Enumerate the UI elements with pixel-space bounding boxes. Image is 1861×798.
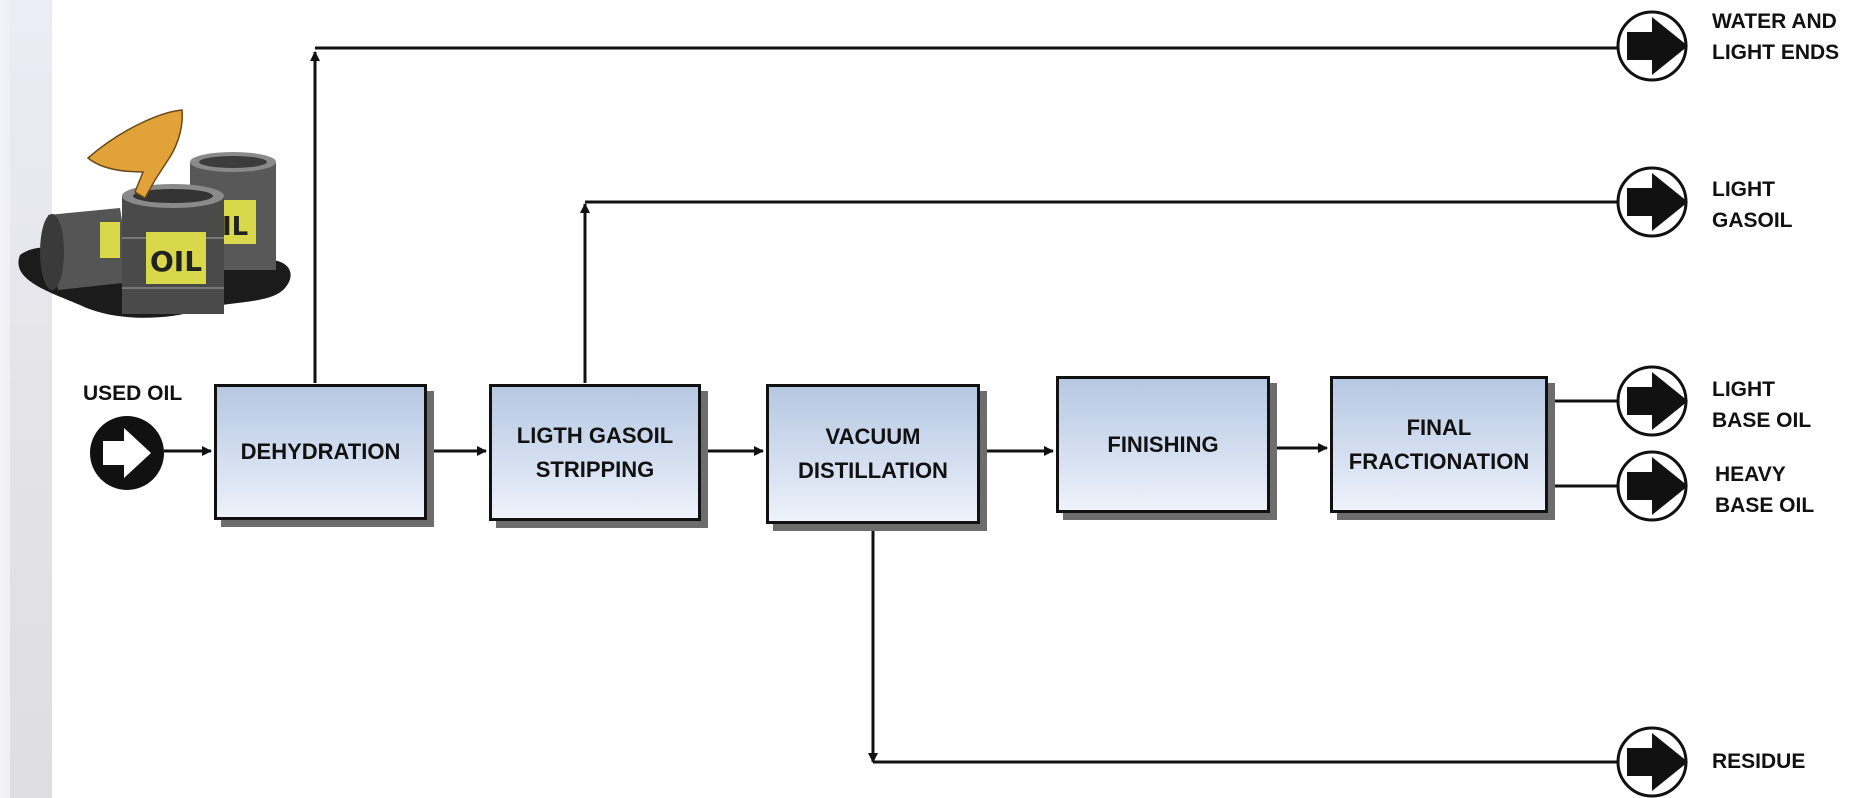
- step-finishing: FINISHING: [1056, 376, 1270, 513]
- svg-text:OIL: OIL: [150, 245, 202, 278]
- output-label-water-light-ends: WATER AND LIGHT ENDS: [1712, 6, 1839, 68]
- step-light-gasoil-stripping: LIGTH GASOIL STRIPPING: [489, 384, 701, 521]
- step-vacuum-distillation: VACUUM DISTILLATION: [766, 384, 980, 524]
- tipped-barrel: [40, 208, 132, 290]
- output-label-light-gasoil: LIGHT GASOIL: [1712, 174, 1793, 236]
- output-label-residue: RESIDUE: [1712, 746, 1805, 777]
- svg-text:IL: IL: [222, 212, 248, 242]
- output-arrow-icon: [1618, 12, 1688, 80]
- output-arrow-icon: [1618, 367, 1688, 435]
- output-label-heavy-base-oil: HEAVY BASE OIL: [1715, 459, 1814, 521]
- output-arrow-icon: [1618, 168, 1688, 236]
- input-arrow-icon: [90, 416, 164, 490]
- front-barrel: OIL: [122, 184, 224, 314]
- oil-barrels-illustration: IL OIL: [18, 110, 290, 318]
- input-label-used-oil: USED OIL: [83, 378, 182, 409]
- output-label-light-base-oil: LIGHT BASE OIL: [1712, 374, 1811, 436]
- step-final-fractionation: FINAL FRACTIONATION: [1330, 376, 1548, 513]
- output-arrow-icon: [1618, 452, 1688, 520]
- step-dehydration: DEHYDRATION: [214, 384, 427, 520]
- output-arrow-icon: [1618, 728, 1688, 796]
